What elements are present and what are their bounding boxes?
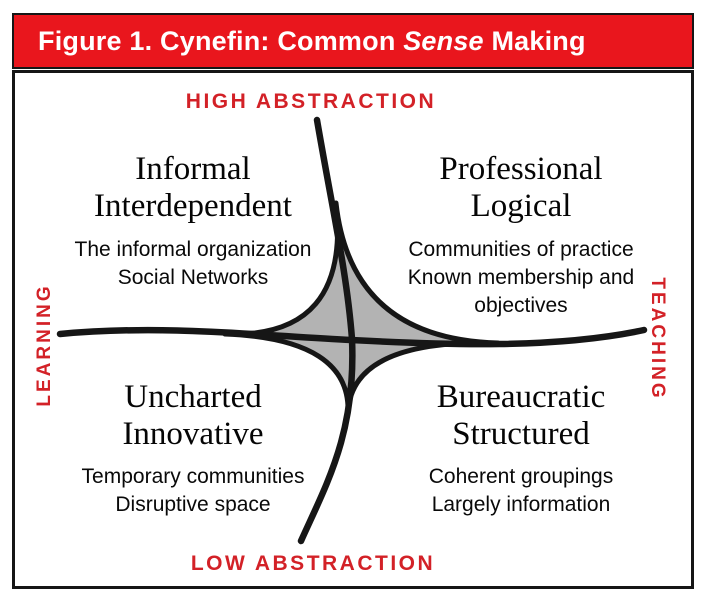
axis-label-high-abstraction: HIGH ABSTRACTION — [185, 90, 437, 113]
figure-title: Figure 1. Cynefin: Common Sense Making — [38, 26, 586, 57]
quadrant-top-right-heading: Professional Logical — [361, 151, 681, 225]
diagram-area: HIGH ABSTRACTION LOW ABSTRACTION LEARNIN… — [15, 73, 691, 586]
quadrant-top-right-desc-line1: Communities of practice — [408, 238, 634, 261]
quadrant-bottom-left-heading: Uncharted Innovative — [33, 379, 353, 453]
quadrant-top-right-heading-line1: Professional — [439, 151, 603, 187]
quadrant-bottom-left-desc-line2: Disruptive space — [115, 493, 271, 516]
quadrant-bottom-left-description: Temporary communities Disruptive space — [33, 463, 353, 519]
quadrant-bottom-right-desc-line2: Largely information — [431, 493, 611, 516]
quadrant-bottom-left-heading-line2: Innovative — [122, 416, 264, 452]
quadrant-bottom-right-description: Coherent groupings Largely information — [361, 463, 681, 519]
quadrant-top-left-desc-line2: Social Networks — [117, 266, 269, 289]
quadrant-bottom-left-heading-line1: Uncharted — [124, 379, 262, 415]
cynefin-cross-graphic — [56, 116, 648, 545]
figure-title-italic-word: Sense — [403, 25, 484, 56]
quadrant-top-left-heading-line1: Informal — [135, 151, 251, 187]
quadrant-top-left-description: The informal organization Social Network… — [33, 236, 353, 292]
quadrant-bottom-left-desc-line1: Temporary communities — [81, 465, 305, 488]
quadrant-top-right-desc-line2: Known membership and — [407, 266, 635, 289]
figure-title-suffix: Making — [483, 25, 586, 56]
quadrant-bottom-right-heading: Bureaucratic Structured — [361, 379, 681, 453]
quadrant-bottom-right-desc-line1: Coherent groupings — [428, 465, 614, 488]
quadrant-top-right-description: Communities of practice Known membership… — [361, 236, 681, 320]
axis-label-low-abstraction: LOW ABSTRACTION — [190, 552, 436, 575]
quadrant-top-right-heading-line2: Logical — [470, 188, 572, 224]
figure-title-bar: Figure 1. Cynefin: Common Sense Making — [12, 13, 694, 69]
quadrant-bottom-right-heading-line2: Structured — [452, 416, 590, 452]
vertical-boundary-line — [297, 116, 356, 545]
quadrant-top-left-heading: Informal Interdependent — [33, 151, 353, 225]
quadrant-top-left-desc-line1: The informal organization — [74, 238, 312, 261]
quadrant-bottom-right-heading-line1: Bureaucratic — [436, 379, 606, 415]
quadrant-top-right-desc-line3: objectives — [474, 294, 568, 317]
cynefin-diagram: HIGH ABSTRACTION LOW ABSTRACTION LEARNIN… — [12, 70, 694, 589]
quadrant-top-left-heading-line2: Interdependent — [94, 188, 292, 224]
figure-title-prefix: Figure 1. Cynefin: Common — [38, 25, 404, 56]
